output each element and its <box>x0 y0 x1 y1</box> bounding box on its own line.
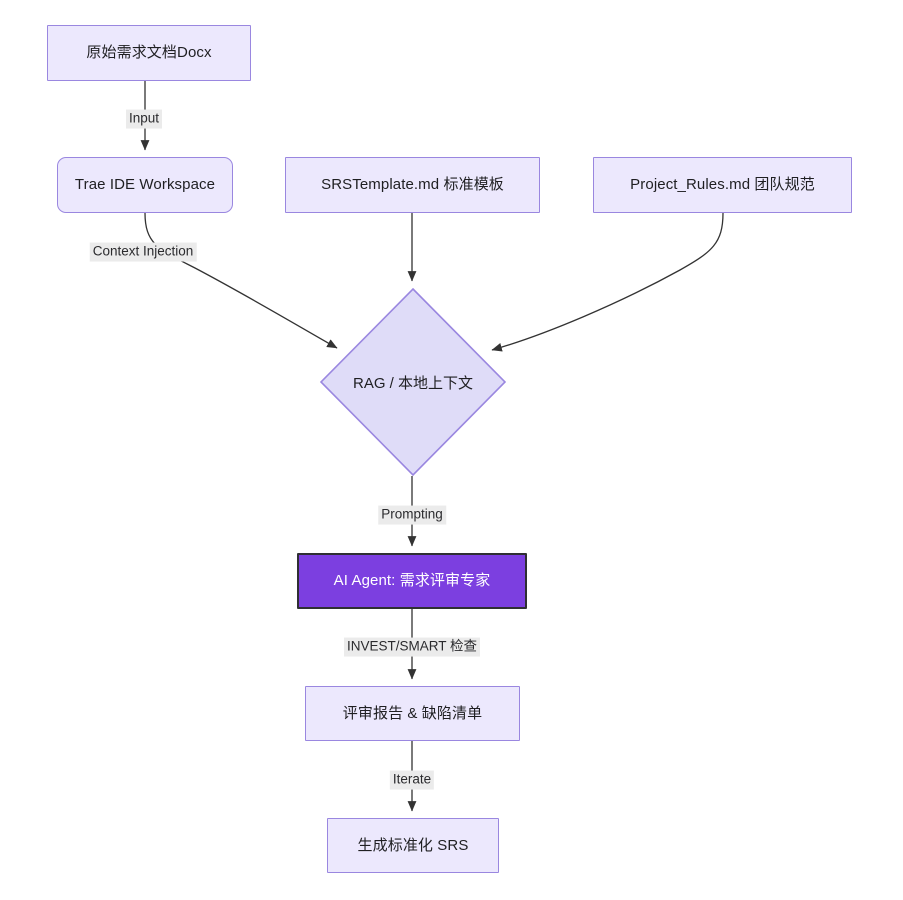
edge-label-text: Prompting <box>381 506 443 522</box>
node-label: 原始需求文档Docx <box>86 44 212 61</box>
node-generated-srs[interactable]: 生成标准化 SRS <box>327 818 499 873</box>
edge-label-prompting: Prompting <box>378 505 446 525</box>
node-source-requirement-docx[interactable]: 原始需求文档Docx <box>47 25 251 81</box>
node-project-rules-md[interactable]: Project_Rules.md 团队规范 <box>593 157 852 213</box>
node-label: SRSTemplate.md 标准模板 <box>321 176 504 193</box>
edge-rules-to-rag <box>491 212 724 352</box>
node-rag-local-context[interactable]: RAG / 本地上下文 <box>320 288 506 476</box>
edge-label-iterate: Iterate <box>389 770 435 790</box>
node-srs-template-md[interactable]: SRSTemplate.md 标准模板 <box>285 157 540 213</box>
diamond-shape <box>320 288 506 476</box>
edge-label-text: INVEST/SMART 检查 <box>346 638 478 654</box>
node-trae-ide-workspace[interactable]: Trae IDE Workspace <box>57 157 233 213</box>
edge-label-invest-smart: INVEST/SMART 检查 <box>343 637 481 657</box>
edge-label-text: Context Injection <box>92 243 194 259</box>
edge-label-input: Input <box>125 109 163 129</box>
node-review-report[interactable]: 评审报告 & 缺陷清单 <box>305 686 520 741</box>
edge-label-text: Input <box>128 110 160 126</box>
edge-label-text: Iterate <box>392 771 432 787</box>
edge-label-context-injection: Context Injection <box>89 242 197 262</box>
edge-context-injection <box>144 212 338 349</box>
node-label: Project_Rules.md 团队规范 <box>630 176 815 193</box>
node-ai-agent[interactable]: AI Agent: 需求评审专家 <box>297 553 527 609</box>
node-label: Trae IDE Workspace <box>74 176 216 193</box>
node-label: 生成标准化 SRS <box>357 836 469 854</box>
node-label: 评审报告 & 缺陷清单 <box>342 704 483 722</box>
node-label: AI Agent: 需求评审专家 <box>333 572 491 589</box>
